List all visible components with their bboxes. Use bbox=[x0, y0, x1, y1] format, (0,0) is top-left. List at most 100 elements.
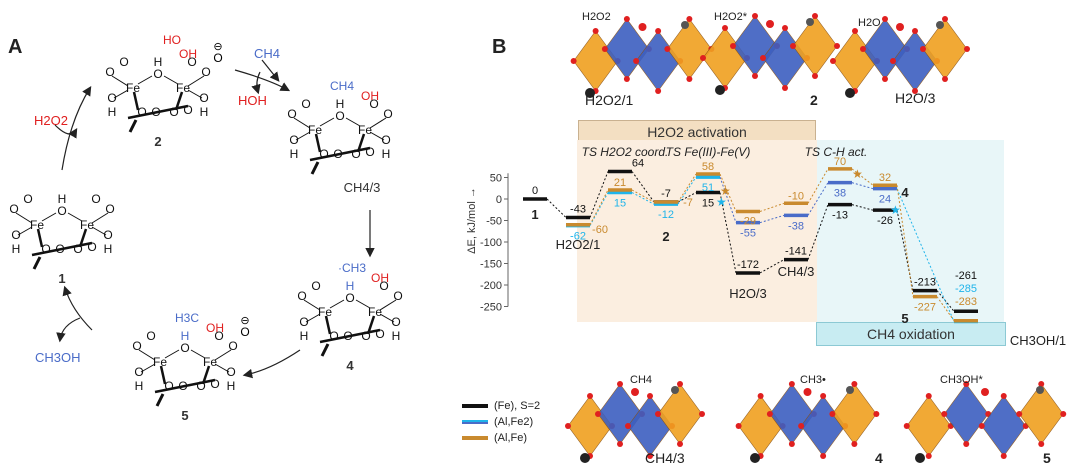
bond bbox=[379, 313, 395, 323]
oxygen-atom: O bbox=[57, 204, 66, 218]
energy-value-label: -55 bbox=[740, 228, 756, 240]
energy-value-label: -283 bbox=[955, 296, 977, 308]
star-marker: ★ bbox=[890, 203, 901, 217]
oxygen-atom: O bbox=[164, 379, 173, 393]
connector-alfe bbox=[759, 202, 785, 212]
oxygen-atom bbox=[623, 16, 630, 22]
bond bbox=[190, 349, 206, 359]
oxygen-atom bbox=[686, 76, 693, 82]
top-ligand: HO bbox=[163, 33, 181, 47]
oxygen-atom bbox=[647, 453, 653, 459]
oxygen-atom bbox=[873, 411, 880, 417]
octahedron bbox=[832, 383, 877, 445]
category-label: 5 bbox=[901, 311, 908, 326]
hydrogen-atom: H bbox=[200, 105, 209, 119]
connector-alfe2 bbox=[677, 176, 697, 205]
bond bbox=[113, 89, 129, 99]
connector-fe bbox=[759, 259, 785, 274]
oxygen-atom: O bbox=[180, 341, 189, 355]
carbon-atom bbox=[715, 85, 725, 95]
top-ligand: H3C bbox=[175, 311, 199, 325]
anion-charge: ⊖ bbox=[240, 315, 249, 327]
hydrogen-atom: H bbox=[227, 379, 236, 393]
bond bbox=[345, 117, 361, 127]
energy-value-label: 15 bbox=[614, 198, 626, 210]
legend: (Fe), S=2 (Al,Fe2) (Al,Fe) bbox=[462, 398, 540, 446]
hydrogen-atom: H bbox=[346, 279, 355, 293]
bond bbox=[293, 117, 311, 129]
bond bbox=[319, 117, 335, 127]
oxygen-atom: O bbox=[169, 105, 178, 119]
carbon-atom bbox=[585, 88, 595, 98]
oxygen-atom bbox=[647, 393, 653, 399]
iron-atom: Fe bbox=[318, 305, 332, 319]
energy-value-label: 21 bbox=[614, 177, 626, 189]
bond bbox=[111, 75, 129, 87]
legend-swatch bbox=[462, 420, 488, 424]
iron-atom: Fe bbox=[368, 305, 382, 319]
bond bbox=[127, 104, 189, 120]
hydrogen-atom: H bbox=[290, 147, 299, 161]
oxygen-atom bbox=[1060, 411, 1067, 417]
structure-label: 2 bbox=[154, 134, 161, 149]
energy-value-label: -213 bbox=[914, 277, 936, 289]
zeolite-cluster: CH3•4 bbox=[735, 374, 883, 466]
energy-value-label: -227 bbox=[914, 302, 936, 314]
connector-alfe bbox=[677, 173, 697, 203]
legend-label: (Al,Fe) bbox=[494, 432, 527, 444]
oxygen-atom bbox=[1000, 453, 1007, 459]
oxygen-atom: O bbox=[151, 105, 160, 119]
oxygen-atom: O bbox=[381, 133, 390, 147]
bond bbox=[305, 313, 321, 323]
octahedron bbox=[667, 18, 712, 80]
reagent-ch4: CH4 bbox=[254, 46, 280, 61]
connector-alfe bbox=[631, 189, 655, 203]
oxygen-atom: O bbox=[132, 339, 141, 353]
carbon-atom bbox=[681, 21, 689, 29]
oxygen-atom bbox=[677, 441, 683, 447]
oxygen-atom: O bbox=[379, 279, 388, 293]
oxygen-atom bbox=[788, 441, 795, 447]
oxygen-atom: O bbox=[301, 97, 310, 111]
bond bbox=[314, 133, 322, 153]
carbon-atom bbox=[806, 18, 814, 26]
bond bbox=[128, 119, 138, 133]
energy-value-label: 0 bbox=[532, 185, 538, 197]
oxygen-atom: O bbox=[333, 147, 342, 161]
structure-label: 1 bbox=[58, 271, 65, 286]
bond bbox=[369, 117, 387, 129]
region-activation-bg bbox=[577, 140, 817, 322]
connector-alfe2 bbox=[631, 192, 655, 205]
oxygen-atom: O bbox=[393, 289, 402, 303]
oxygen-atom bbox=[766, 411, 773, 417]
iron-atom: Fe bbox=[126, 81, 140, 95]
oxygen-atom bbox=[903, 423, 910, 429]
product-hoh: HOH bbox=[238, 93, 267, 108]
oxygen-atom: O bbox=[329, 329, 338, 343]
oxygen-atom: O bbox=[178, 379, 187, 393]
arrow-ch3oh-out bbox=[56, 317, 81, 343]
bond bbox=[32, 256, 42, 270]
legend-label: (Fe), S=2 bbox=[494, 400, 541, 412]
bond bbox=[138, 349, 156, 361]
arrow-ch4-in bbox=[261, 59, 280, 82]
oxygen-atom bbox=[912, 28, 918, 34]
oxygen-atom bbox=[963, 441, 970, 447]
oxygen-atom bbox=[1000, 393, 1007, 399]
oxygen-atom bbox=[722, 25, 728, 31]
category-label: 2 bbox=[662, 229, 669, 244]
oxygen-atom bbox=[1038, 441, 1045, 447]
hydrogen-atom: H bbox=[392, 329, 401, 343]
bond bbox=[31, 241, 93, 257]
carbon-atom bbox=[580, 453, 590, 463]
oxygen-atom: O bbox=[137, 105, 146, 119]
oxygen-atom bbox=[882, 76, 888, 82]
oxygen-atom bbox=[1038, 381, 1045, 387]
energy-value-label: -62 bbox=[570, 231, 586, 243]
oxygen-atom: O bbox=[103, 228, 112, 242]
category-label: H2O2/1 bbox=[556, 237, 601, 252]
